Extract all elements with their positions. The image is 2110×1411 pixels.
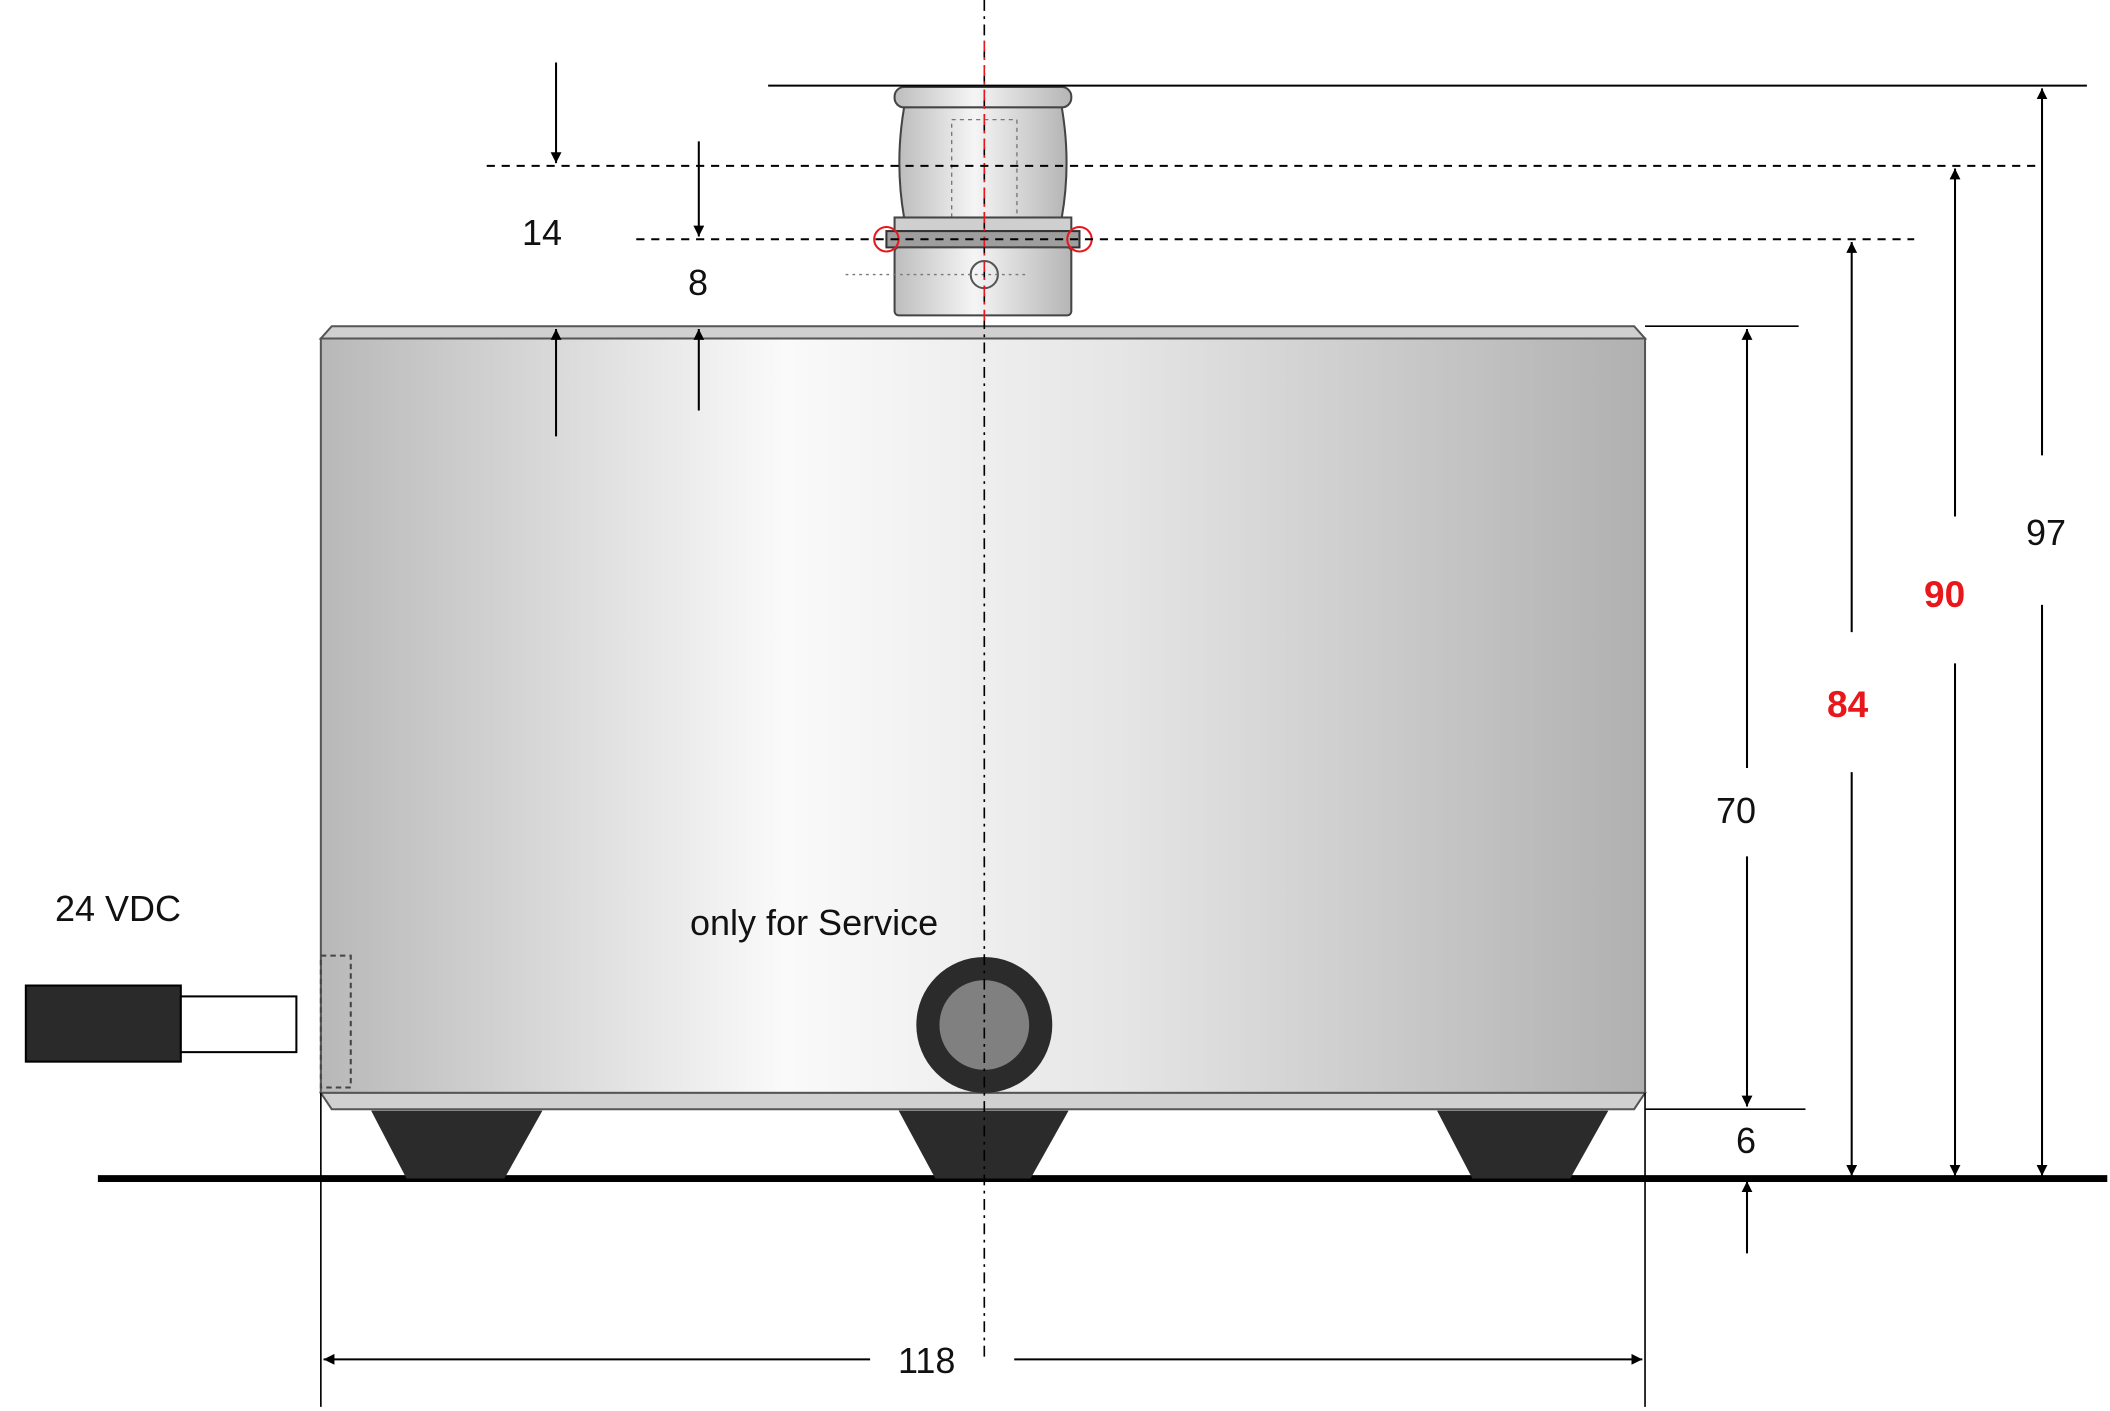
power-plug-body bbox=[24, 984, 182, 1063]
dim-label-70: 70 bbox=[1716, 790, 1757, 831]
dim-label-14: 14 bbox=[522, 212, 563, 253]
dim-label-8: 8 bbox=[688, 262, 709, 303]
service-label: only for Service bbox=[690, 902, 939, 943]
body-bottom-rim bbox=[318, 1091, 1647, 1111]
foot-left bbox=[371, 1110, 543, 1179]
dim-label-6: 6 bbox=[1736, 1120, 1757, 1161]
power-label: 24 VDC bbox=[55, 888, 182, 929]
body-top-rim bbox=[318, 325, 1648, 340]
power-plug-sleeve bbox=[179, 995, 298, 1054]
dim-label-90: 90 bbox=[1924, 574, 1966, 615]
dim-label-118: 118 bbox=[898, 1340, 956, 1381]
power-socket-outline bbox=[319, 954, 352, 1089]
dim-label-84: 84 bbox=[1827, 684, 1869, 725]
service-port-inner bbox=[939, 980, 1030, 1070]
top-connector bbox=[845, 85, 1093, 317]
foot-right bbox=[1437, 1110, 1609, 1179]
dim-label-97: 97 bbox=[2026, 512, 2067, 553]
